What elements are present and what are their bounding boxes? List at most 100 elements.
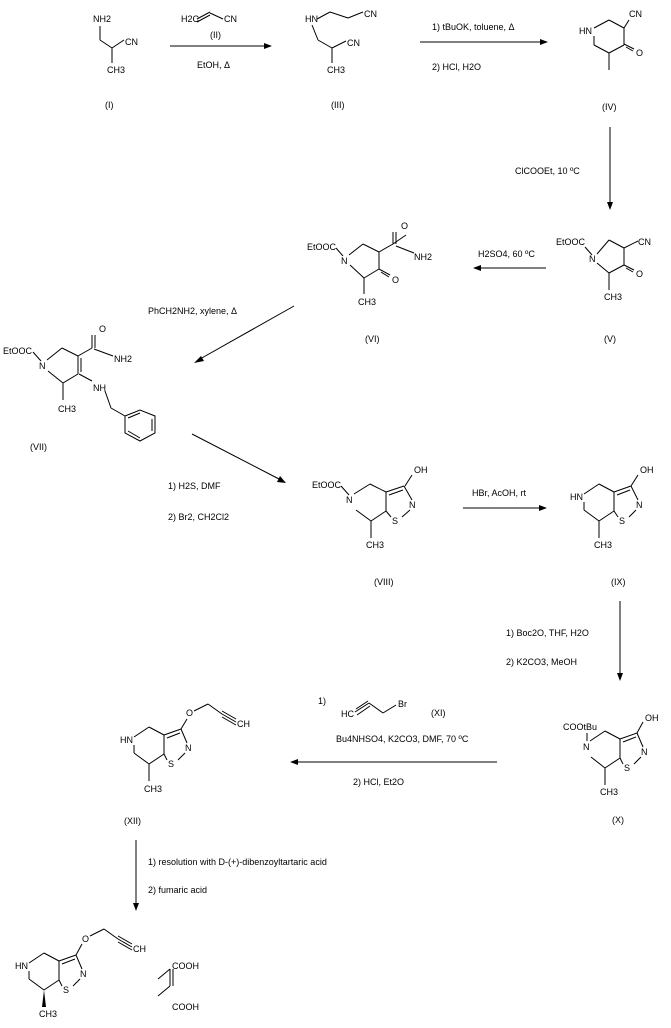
step6-b: 2) Br2, CH2Cl2 <box>168 512 229 522</box>
IV-o: O <box>636 48 643 58</box>
step9-reagent: Bu4NHSO4, K2CO3, DMF, 70 ºC <box>336 734 469 744</box>
II-h2c: H2C <box>181 14 200 24</box>
step2-b: 2) HCl, H2O <box>432 62 481 72</box>
step2-a: 1) tBuOK, toluene, Δ <box>432 22 515 32</box>
VIII-etooc: EtOOC <box>312 480 342 490</box>
III-label: (III) <box>331 100 345 110</box>
XII-ch3: CH3 <box>144 784 162 794</box>
IV-cn: CN <box>629 9 642 19</box>
step1-solvent: EtOH, Δ <box>197 60 230 70</box>
VII-etooc: EtOOC <box>3 346 33 356</box>
I-label: (I) <box>105 100 114 110</box>
VII-nh: NH <box>93 383 106 393</box>
step9-b: 2) HCl, Et2O <box>353 777 404 787</box>
final-cooh2: COOH <box>172 1002 199 1012</box>
arrow-6 <box>191 433 280 480</box>
XI-br: Br <box>398 699 407 709</box>
III-cn1: CN <box>364 9 377 19</box>
VI-nh2: NH2 <box>414 252 432 262</box>
VIII-oh: OH <box>414 465 428 475</box>
final-s: S <box>63 985 69 995</box>
VI-label: (VI) <box>365 334 380 344</box>
XII-s: S <box>168 759 174 769</box>
VI-n: N <box>341 256 348 266</box>
step9-num: 1) <box>318 696 326 706</box>
step3: ClCOOEt, 10 ºC <box>515 166 580 176</box>
VI-etooc: EtOOC <box>307 242 337 252</box>
final-hn: HN <box>15 961 28 971</box>
X-label: (X) <box>612 815 624 825</box>
step8-b: 2) K2CO3, MeOH <box>506 657 577 667</box>
IV-hn: HN <box>579 26 592 36</box>
compound-II: H2C CN <box>181 11 237 24</box>
V-n: N <box>589 254 596 264</box>
IX-s: S <box>619 516 625 526</box>
X-s: S <box>624 763 630 773</box>
IX-hn: HN <box>570 492 583 502</box>
final-product: HN O CH N S CH3 COOH COOH <box>15 928 199 1019</box>
XII-label: (XII) <box>124 816 141 826</box>
III-cn2: CN <box>347 38 360 48</box>
step4: H2SO4, 60 ºC <box>478 249 535 259</box>
compound-VI: EtOOC N O NH2 O CH3 (VI) <box>307 221 432 344</box>
compound-X: COOtBu N OH N S CH3 (X) <box>563 713 659 825</box>
III-hn: HN <box>305 14 318 24</box>
VIII-label: (VIII) <box>374 577 394 587</box>
step6-a: 1) H2S, DMF <box>168 481 221 491</box>
VI-ch3: CH3 <box>358 297 376 307</box>
IX-ch3: CH3 <box>594 540 612 550</box>
compound-I: NH2 CN CH3 (I) <box>93 14 138 110</box>
step1-reagent: (II) <box>210 30 221 40</box>
compound-XII: HN O CH N S CH3 (XII) <box>120 703 250 826</box>
III-ch3: CH3 <box>327 65 345 75</box>
VII-label: (VII) <box>30 442 47 452</box>
VIII-n: N <box>346 495 353 505</box>
XII-ch: CH <box>237 719 250 729</box>
final-cooh1: COOH <box>172 961 199 971</box>
compound-IX: HN OH N S CH3 (IX) <box>570 465 654 587</box>
VIII-s: S <box>392 516 398 526</box>
step8-a: 1) Boc2O, THF, H2O <box>506 628 589 638</box>
final-n: N <box>80 969 87 979</box>
XII-n: N <box>185 743 192 753</box>
compound-V: EtOOC N CN O CH3 (V) <box>556 237 651 344</box>
XI-label: (XI) <box>431 708 446 718</box>
compound-XI: HC Br (XI) <box>341 699 446 719</box>
X-ch3: CH3 <box>600 787 618 797</box>
IX-oh: OH <box>640 465 654 475</box>
step7: HBr, AcOH, rt <box>472 488 527 498</box>
compound-III: HN CN CN CH3 (III) <box>305 9 377 110</box>
X-n: N <box>583 742 590 752</box>
V-etooc: EtOOC <box>556 237 586 247</box>
XI-hc: HC <box>341 709 354 719</box>
VII-ch3: CH3 <box>58 404 76 414</box>
VII-o: O <box>99 324 106 334</box>
VI-o2: O <box>392 275 399 285</box>
IV-label: (IV) <box>602 102 617 112</box>
VI-o1: O <box>401 221 408 231</box>
X-cootbu: COOtBu <box>563 722 597 732</box>
step10-b: 2) fumaric acid <box>148 885 207 895</box>
I-nh2: NH2 <box>93 14 111 24</box>
VIII-n2: N <box>409 500 416 510</box>
XII-o: O <box>186 708 193 718</box>
final-ch3: CH3 <box>39 1009 57 1019</box>
arrow-5 <box>199 305 295 360</box>
V-o: O <box>636 269 643 279</box>
VIII-ch3: CH3 <box>366 540 384 550</box>
I-cn: CN <box>125 37 138 47</box>
final-o: O <box>82 934 89 944</box>
V-ch3: CH3 <box>604 292 622 302</box>
XII-hn: HN <box>120 735 133 745</box>
compound-VII: EtOOC N O NH2 NH CH3 (VII) <box>3 324 156 452</box>
IX-label: (IX) <box>611 577 626 587</box>
VII-nh2: NH2 <box>114 354 132 364</box>
step10-a: 1) resolution with D-(+)-dibenzoyltartar… <box>148 857 327 867</box>
VII-n: N <box>39 361 46 371</box>
X-oh: OH <box>645 713 659 723</box>
IX-n: N <box>636 500 643 510</box>
final-ch: CH <box>133 944 146 954</box>
compound-VIII: EtOOC N OH N S CH3 (VIII) <box>312 465 428 587</box>
V-cn: CN <box>638 237 651 247</box>
